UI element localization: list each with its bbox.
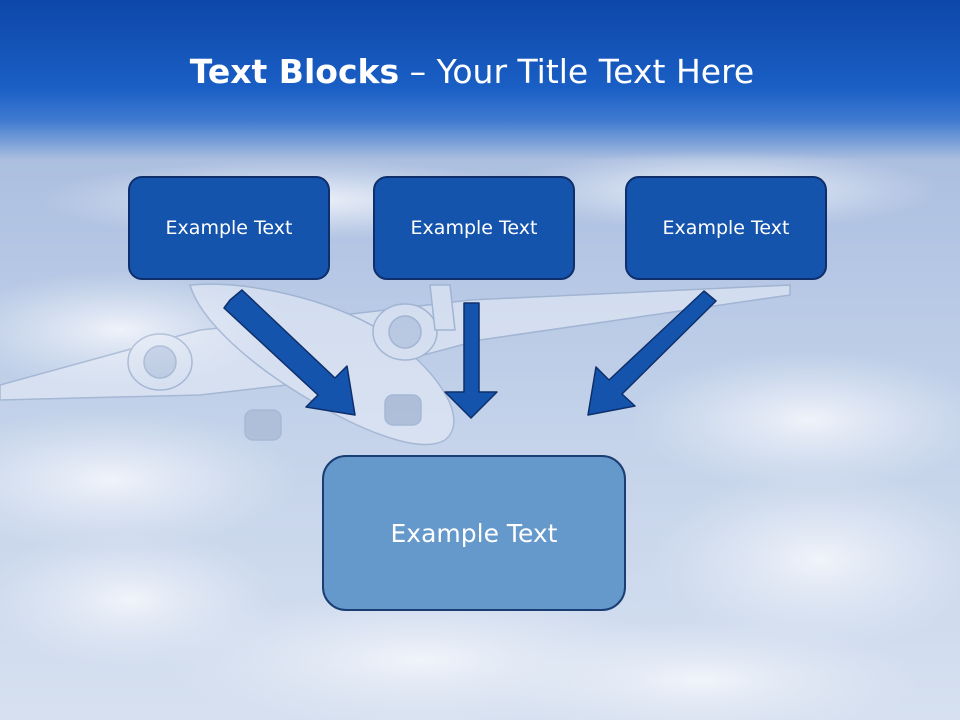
text-block-1[interactable]: Example Text xyxy=(128,176,330,280)
target-text-block[interactable]: Example Text xyxy=(322,455,626,611)
text-block-2[interactable]: Example Text xyxy=(373,176,575,280)
text-block-2-label: Example Text xyxy=(410,217,538,239)
arrow-middle-icon xyxy=(444,302,498,419)
title-dash: – xyxy=(399,52,437,91)
title-bold: Text Blocks xyxy=(189,52,400,91)
title-rest: Your Title Text Here xyxy=(436,52,755,91)
header-band xyxy=(0,0,960,160)
arrow-left-icon xyxy=(223,289,356,416)
target-text-block-label: Example Text xyxy=(390,518,558,548)
text-block-3-label: Example Text xyxy=(662,217,790,239)
text-block-1-label: Example Text xyxy=(165,217,293,239)
slide-title: Text Blocks – Your Title Text Here xyxy=(0,52,944,91)
arrow-right-icon xyxy=(587,290,717,416)
text-block-3[interactable]: Example Text xyxy=(625,176,827,280)
